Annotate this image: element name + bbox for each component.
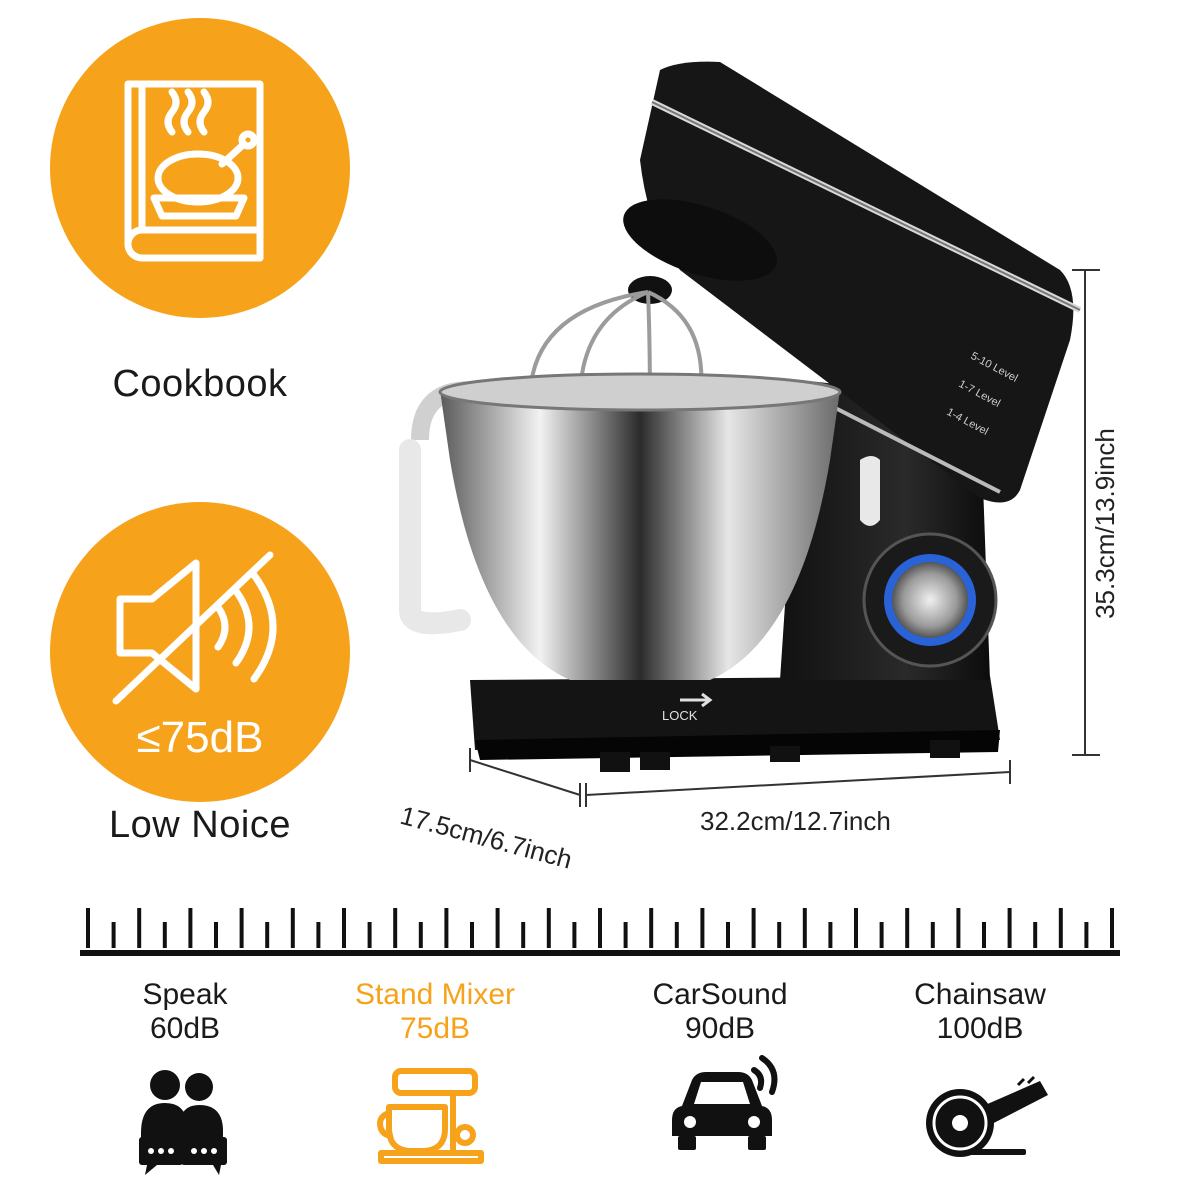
scale-item-chainsaw: Chainsaw 100dB [850,978,1110,1046]
scale-name-chainsaw: Chainsaw [914,978,1046,1011]
cookbook-icon [124,80,264,262]
noise-ruler [80,908,1120,956]
scale-item-carsound: CarSound 90dB [590,978,850,1046]
scale-item-speak: Speak 60dB [55,978,315,1046]
cookbook-circle [50,18,350,318]
car-sound-icon [672,1055,778,1150]
feature-label-cookbook: Cookbook [112,363,288,405]
scale-db-chainsaw: 100dB [936,1012,1024,1045]
people-talking-icon [139,1070,227,1175]
width-dimension: 32.2cm/12.7inch [700,806,891,836]
feature-label-low-noise: Low Noice [109,804,291,846]
mute-speaker-icon [112,551,277,705]
low-noise-circle: ≤75dB [50,502,350,802]
chainsaw-icon [926,1075,1048,1157]
scale-db-speak: 60dB [149,1012,221,1045]
noise-badge: ≤75dB [136,713,264,762]
scale-name-speak: Speak [142,978,228,1011]
feature-cookbook: Cookbook [50,18,350,418]
stand-mixer-illustration: ACEKOOL 5-10 Level 1-7 Level 1-4 Level L… [399,61,1082,772]
scale-db-carsound: 90dB [684,1012,756,1045]
lock-label: LOCK [662,708,698,723]
dimension-lines [469,269,1100,807]
scale-name-carsound: CarSound [652,978,788,1011]
stand-mixer-icon [377,1068,484,1164]
feature-low-noise: ≤75dB Low Noice [50,502,350,862]
scale-db-stand-mixer: 75dB [399,1012,471,1045]
height-dimension: 35.3cm/13.9inch [1089,428,1120,619]
scale-item-stand-mixer: Stand Mixer 75dB [305,978,565,1046]
scale-name-stand-mixer: Stand Mixer [354,978,516,1011]
